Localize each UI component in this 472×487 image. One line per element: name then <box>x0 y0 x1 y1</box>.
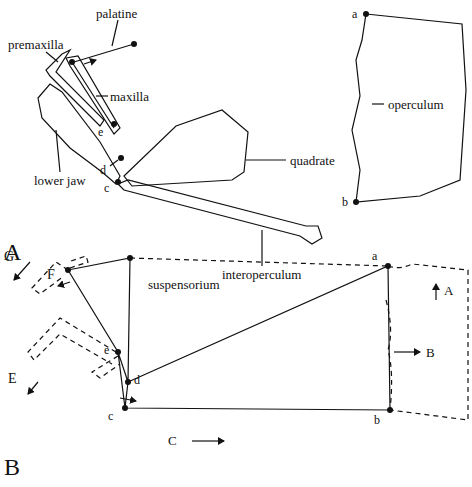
interoperculum-bone <box>118 180 322 244</box>
leader-line <box>246 159 286 160</box>
operculum-bone <box>352 14 466 202</box>
point-letter: a <box>352 8 357 20</box>
motion-letter: F <box>47 268 55 282</box>
landmark-dots <box>69 11 369 205</box>
motion-letter: G <box>4 250 14 264</box>
leader-line <box>372 103 384 104</box>
point-letter: b <box>342 196 348 208</box>
leader-line <box>110 160 118 166</box>
panel-letter: B <box>4 455 20 479</box>
leader-line <box>261 230 262 266</box>
part-name: lower jaw <box>34 174 86 187</box>
part-name: maxilla <box>110 90 149 103</box>
motion-letter: C <box>168 434 177 447</box>
part-name: interoperculum <box>222 268 301 281</box>
leader-line <box>56 130 60 172</box>
landmark-dots <box>65 255 393 413</box>
leader-line <box>96 95 108 96</box>
motion-arrows <box>14 262 436 441</box>
part-name: quadrate <box>290 154 335 167</box>
dashed-outline <box>28 256 468 420</box>
maxilla-line <box>72 62 114 128</box>
palatine-arrow <box>84 60 96 64</box>
palatine-link <box>74 44 134 62</box>
point-letter: c <box>104 182 109 194</box>
leader-line <box>46 52 58 62</box>
point-letter: e <box>98 126 103 138</box>
point-letter: a <box>372 250 377 262</box>
part-name: premaxilla <box>8 38 64 51</box>
motion-letter: A <box>444 284 453 297</box>
point-letter: d <box>134 374 140 386</box>
part-name: suspensorium <box>148 278 220 291</box>
point-letter: d <box>100 164 106 176</box>
motion-letter: B <box>426 346 435 359</box>
point-letter: e <box>104 344 109 356</box>
point-letter: c <box>108 410 113 422</box>
motion-letter: E <box>8 372 17 386</box>
lower-jaw-bone <box>38 84 120 184</box>
quadrate-bone <box>124 110 248 186</box>
linkage-lines <box>68 258 390 410</box>
leader-line <box>112 20 118 46</box>
part-name: palatine <box>96 7 137 20</box>
part-name: operculum <box>388 98 444 111</box>
point-letter: b <box>374 414 380 426</box>
